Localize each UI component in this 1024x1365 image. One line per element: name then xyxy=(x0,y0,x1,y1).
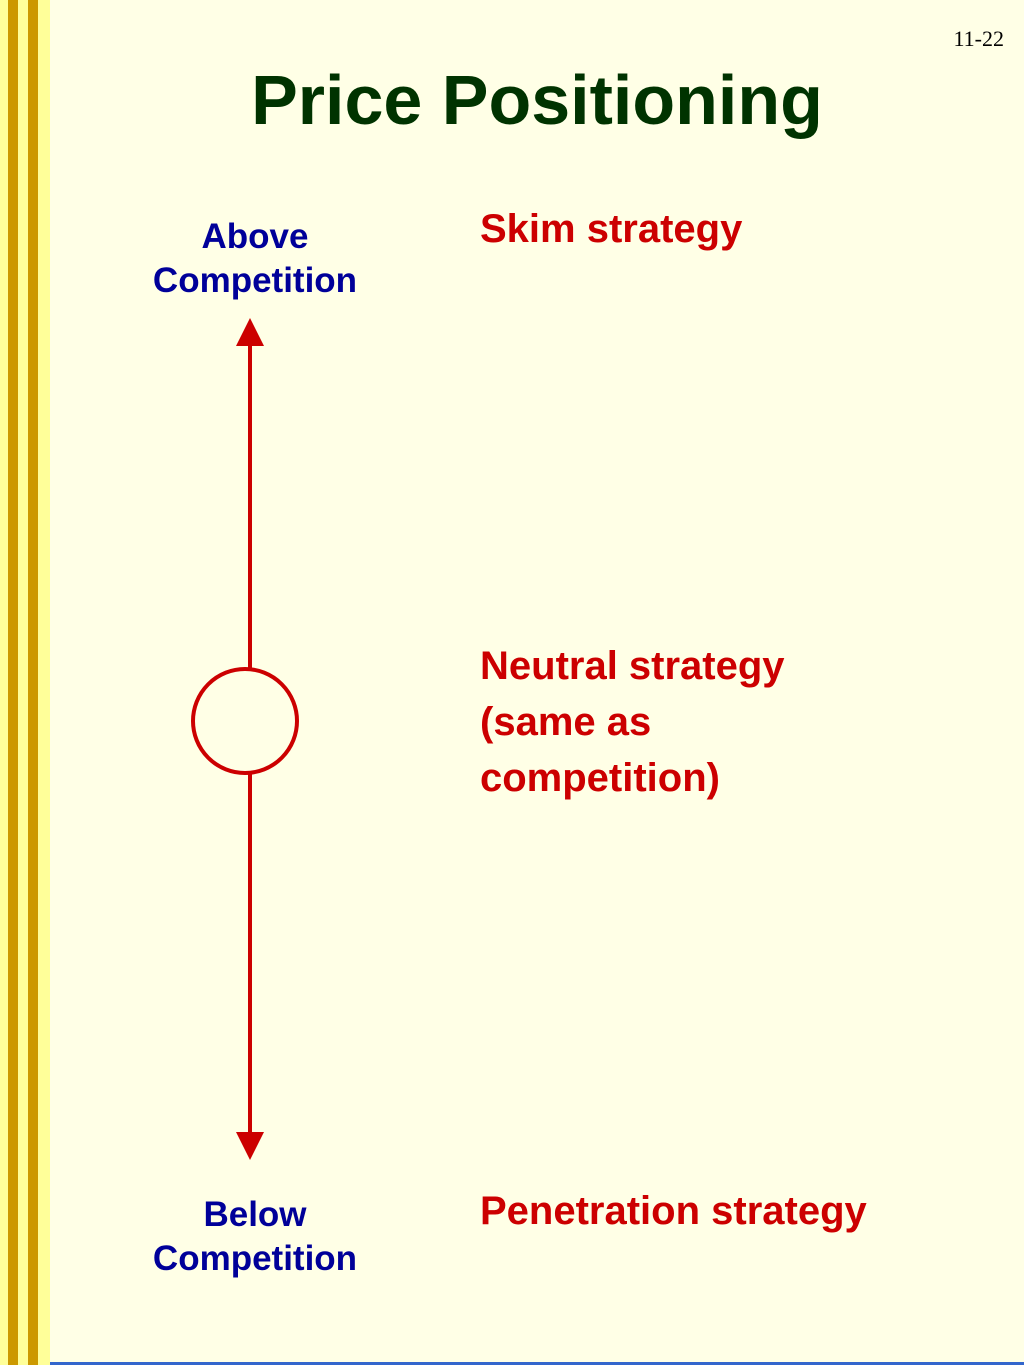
decor-stripe-light xyxy=(38,0,50,1365)
decor-stripe-gold xyxy=(8,0,18,1365)
neutral-line2: (same as xyxy=(480,700,652,744)
arrow-up-icon xyxy=(236,318,264,346)
above-competition-label: Above Competition xyxy=(140,215,370,303)
slide-number: 11-22 xyxy=(953,26,1004,51)
neutral-line3: competition) xyxy=(480,756,720,800)
decor-stripe-gold xyxy=(28,0,38,1365)
below-label-line2: Competition xyxy=(152,1239,358,1278)
neutral-line1: Neutral strategy xyxy=(480,644,785,688)
arrow-down-icon xyxy=(236,1132,264,1160)
neutral-strategy-label: Neutral strategy (same as competition) xyxy=(480,638,900,806)
above-label-line1: Above xyxy=(201,217,309,256)
decor-stripe-light xyxy=(18,0,28,1365)
neutral-point-circle xyxy=(191,667,299,775)
below-competition-label: Below Competition xyxy=(140,1193,370,1281)
slide-title: Price Positioning xyxy=(251,61,823,139)
above-label-line2: Competition xyxy=(152,261,358,300)
decor-stripe-light xyxy=(0,0,8,1365)
penetration-strategy-label: Penetration strategy xyxy=(480,1189,867,1233)
skim-strategy-label: Skim strategy xyxy=(480,207,743,251)
bottom-border xyxy=(50,1362,1024,1365)
below-label-line1: Below xyxy=(203,1195,307,1234)
